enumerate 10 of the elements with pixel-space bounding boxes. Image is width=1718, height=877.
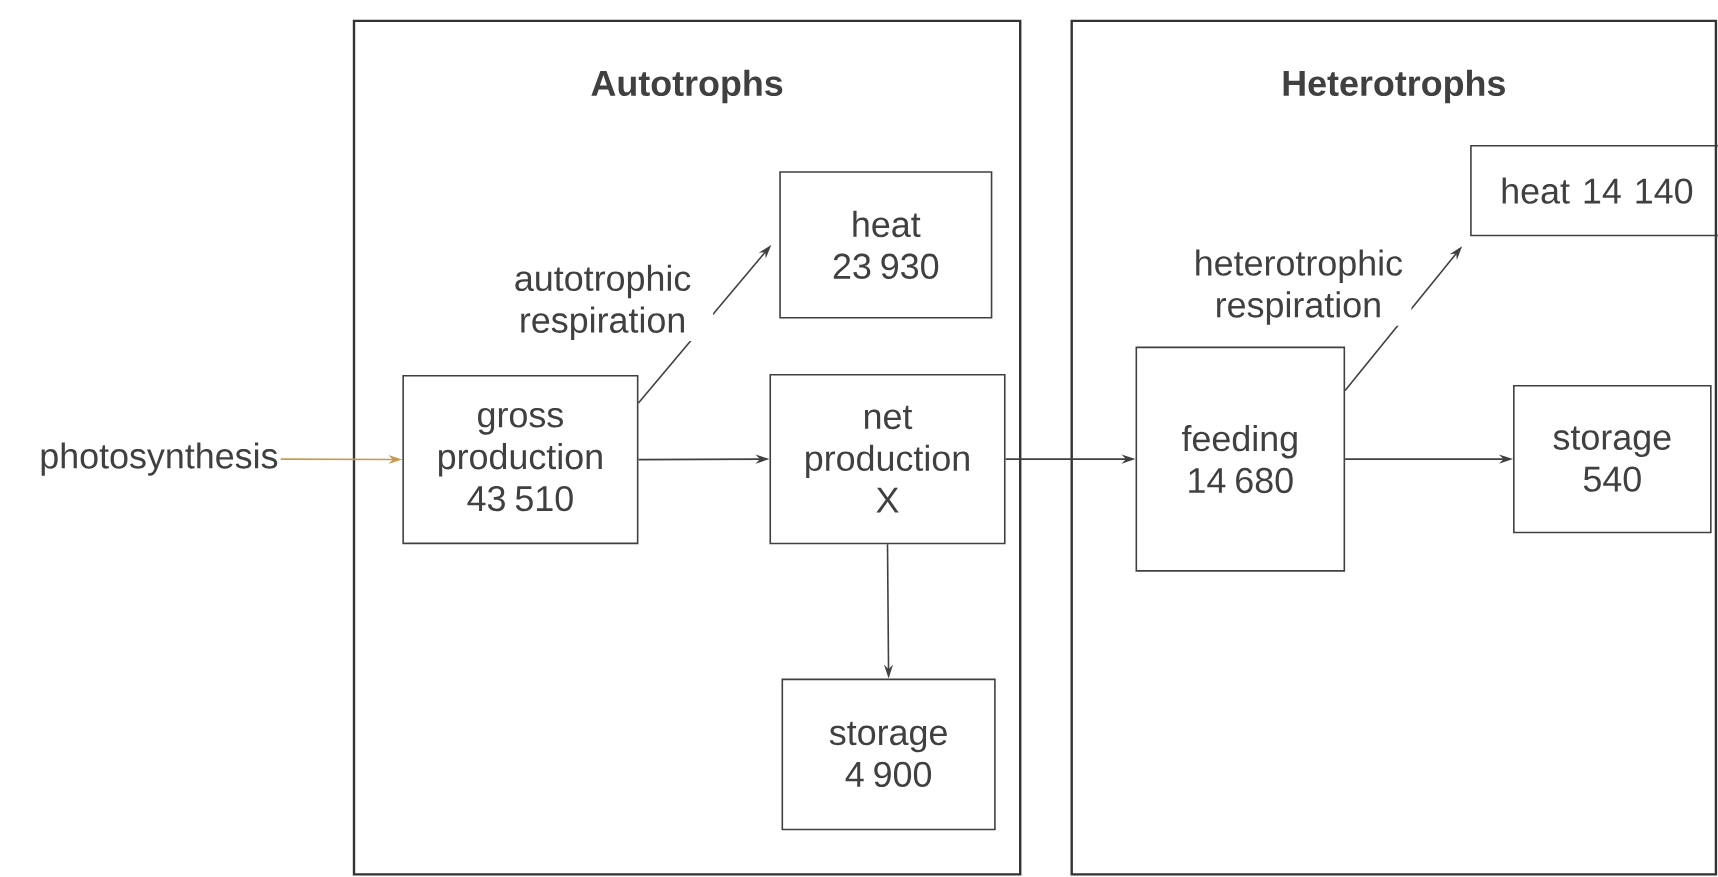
- process-label: photosynthesis: [41, 442, 278, 476]
- process-box: heat 23 930: [779, 171, 993, 319]
- process-box: heat 14 140: [1470, 144, 1718, 237]
- process-box: feeding 14 680: [1135, 346, 1346, 572]
- process-box: gross production 43 510: [402, 375, 639, 545]
- edge-label: heterotrophic respiration: [1185, 248, 1412, 326]
- process-box: storage 4 900: [781, 678, 996, 831]
- edge-label: autotrophic respiration: [492, 263, 714, 342]
- process-box: net production X: [769, 373, 1006, 545]
- process-box: storage 540: [1513, 384, 1712, 534]
